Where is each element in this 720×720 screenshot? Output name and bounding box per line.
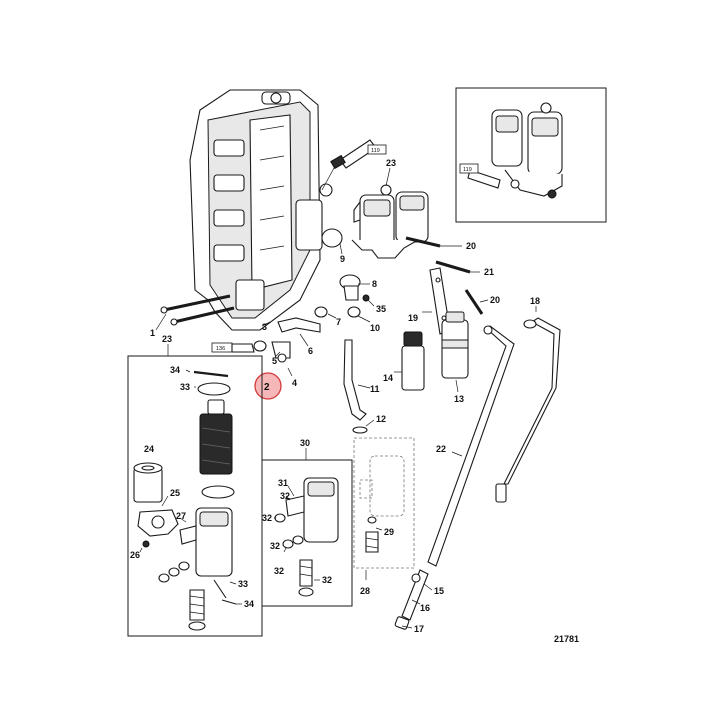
- callout-32-a[interactable]: 32: [280, 491, 290, 501]
- inset-filter-assembly: [491, 102, 563, 199]
- callout-8[interactable]: 8: [372, 279, 377, 289]
- callout-34-top[interactable]: 34: [170, 365, 180, 375]
- callout-19[interactable]: 19: [408, 313, 418, 323]
- callout-32-e[interactable]: 32: [274, 566, 284, 576]
- callout-6[interactable]: 6: [308, 346, 313, 356]
- callout-33-bottom[interactable]: 33: [238, 579, 248, 589]
- callout-28[interactable]: 28: [360, 586, 370, 596]
- fuel-line-18: [495, 317, 561, 503]
- callout-34-bottom[interactable]: 34: [244, 599, 254, 609]
- callout-27[interactable]: 27: [176, 511, 186, 521]
- callout-20-lower[interactable]: 20: [490, 295, 500, 305]
- sealant-tube-136: 136: [211, 342, 255, 353]
- svg-text:119: 119: [463, 167, 472, 173]
- callout-21[interactable]: 21: [484, 267, 494, 277]
- clamp-10: [347, 306, 361, 318]
- elbow-fitting-8: [339, 274, 370, 302]
- sealant-tag-119: 119: [371, 148, 380, 154]
- filter-housing-28: [359, 455, 405, 553]
- filter-housing-13: [441, 311, 469, 379]
- engine-block: [189, 89, 333, 331]
- callout-4[interactable]: 4: [292, 378, 297, 388]
- callout-20-upper[interactable]: 20: [466, 241, 476, 251]
- filter-housing-box: [179, 507, 233, 577]
- bolt-1: [160, 294, 235, 326]
- callout-24[interactable]: 24: [144, 444, 154, 454]
- figure-reference: 21781: [554, 634, 579, 644]
- callout-23-top[interactable]: 23: [386, 158, 396, 168]
- callout-22[interactable]: 22: [436, 444, 446, 454]
- callout-31[interactable]: 31: [278, 478, 288, 488]
- o-ring-33-top: [197, 382, 231, 396]
- o-ring-12: [352, 426, 368, 434]
- filter-housing-30: [285, 477, 339, 543]
- callout-7[interactable]: 7: [336, 317, 341, 327]
- hose-6: [277, 317, 321, 333]
- callout-17[interactable]: 17: [414, 624, 424, 634]
- callout-23-box[interactable]: 23: [162, 334, 172, 344]
- dashed-group-28: [353, 437, 415, 569]
- callout-10[interactable]: 10: [370, 323, 380, 333]
- fuel-line-22: [427, 325, 515, 567]
- callout-25[interactable]: 25: [170, 488, 180, 498]
- inset-sealant-tube-119: 119: [459, 163, 501, 189]
- callout-2-highlighted[interactable]: 2: [254, 372, 282, 400]
- sealant-tube-119: 119: [330, 139, 387, 170]
- callout-14[interactable]: 14: [383, 373, 393, 383]
- filter-24: [133, 462, 163, 503]
- filter-element: [199, 399, 233, 475]
- callout-32-d[interactable]: 32: [322, 575, 332, 585]
- callout-26[interactable]: 26: [130, 550, 140, 560]
- callout-18[interactable]: 18: [530, 296, 540, 306]
- callout-33-top[interactable]: 33: [180, 382, 190, 392]
- kit-box-30: [261, 459, 353, 607]
- callout-1[interactable]: 1: [150, 328, 155, 338]
- hose-11: [343, 339, 367, 421]
- callout-32-c[interactable]: 32: [270, 541, 280, 551]
- callout-5[interactable]: 5: [272, 356, 277, 366]
- o-ring-9: [321, 228, 343, 248]
- callout-11[interactable]: 11: [370, 384, 380, 394]
- small-parts-box-23: [158, 561, 237, 631]
- callout-3[interactable]: 3: [262, 322, 267, 332]
- inset-box: [455, 87, 607, 223]
- o-ring-lower: [201, 485, 235, 499]
- callout-16[interactable]: 16: [420, 603, 430, 613]
- callout-32-b[interactable]: 32: [262, 513, 272, 523]
- callout-12[interactable]: 12: [376, 414, 386, 424]
- callout-9[interactable]: 9: [340, 254, 345, 264]
- svg-text:2: 2: [264, 382, 270, 393]
- spring-30: [298, 559, 314, 597]
- callout-29[interactable]: 29: [384, 527, 394, 537]
- callout-35[interactable]: 35: [376, 304, 386, 314]
- housing-25: [137, 509, 179, 537]
- callout-15[interactable]: 15: [434, 586, 444, 596]
- fuel-filter-assembly-23: [351, 184, 429, 259]
- svg-text:136: 136: [216, 346, 225, 352]
- fuel-filter-14: [401, 331, 425, 391]
- callout-30[interactable]: 30: [300, 438, 310, 448]
- fitting-15-16-17: [394, 569, 429, 630]
- callout-13[interactable]: 13: [454, 394, 464, 404]
